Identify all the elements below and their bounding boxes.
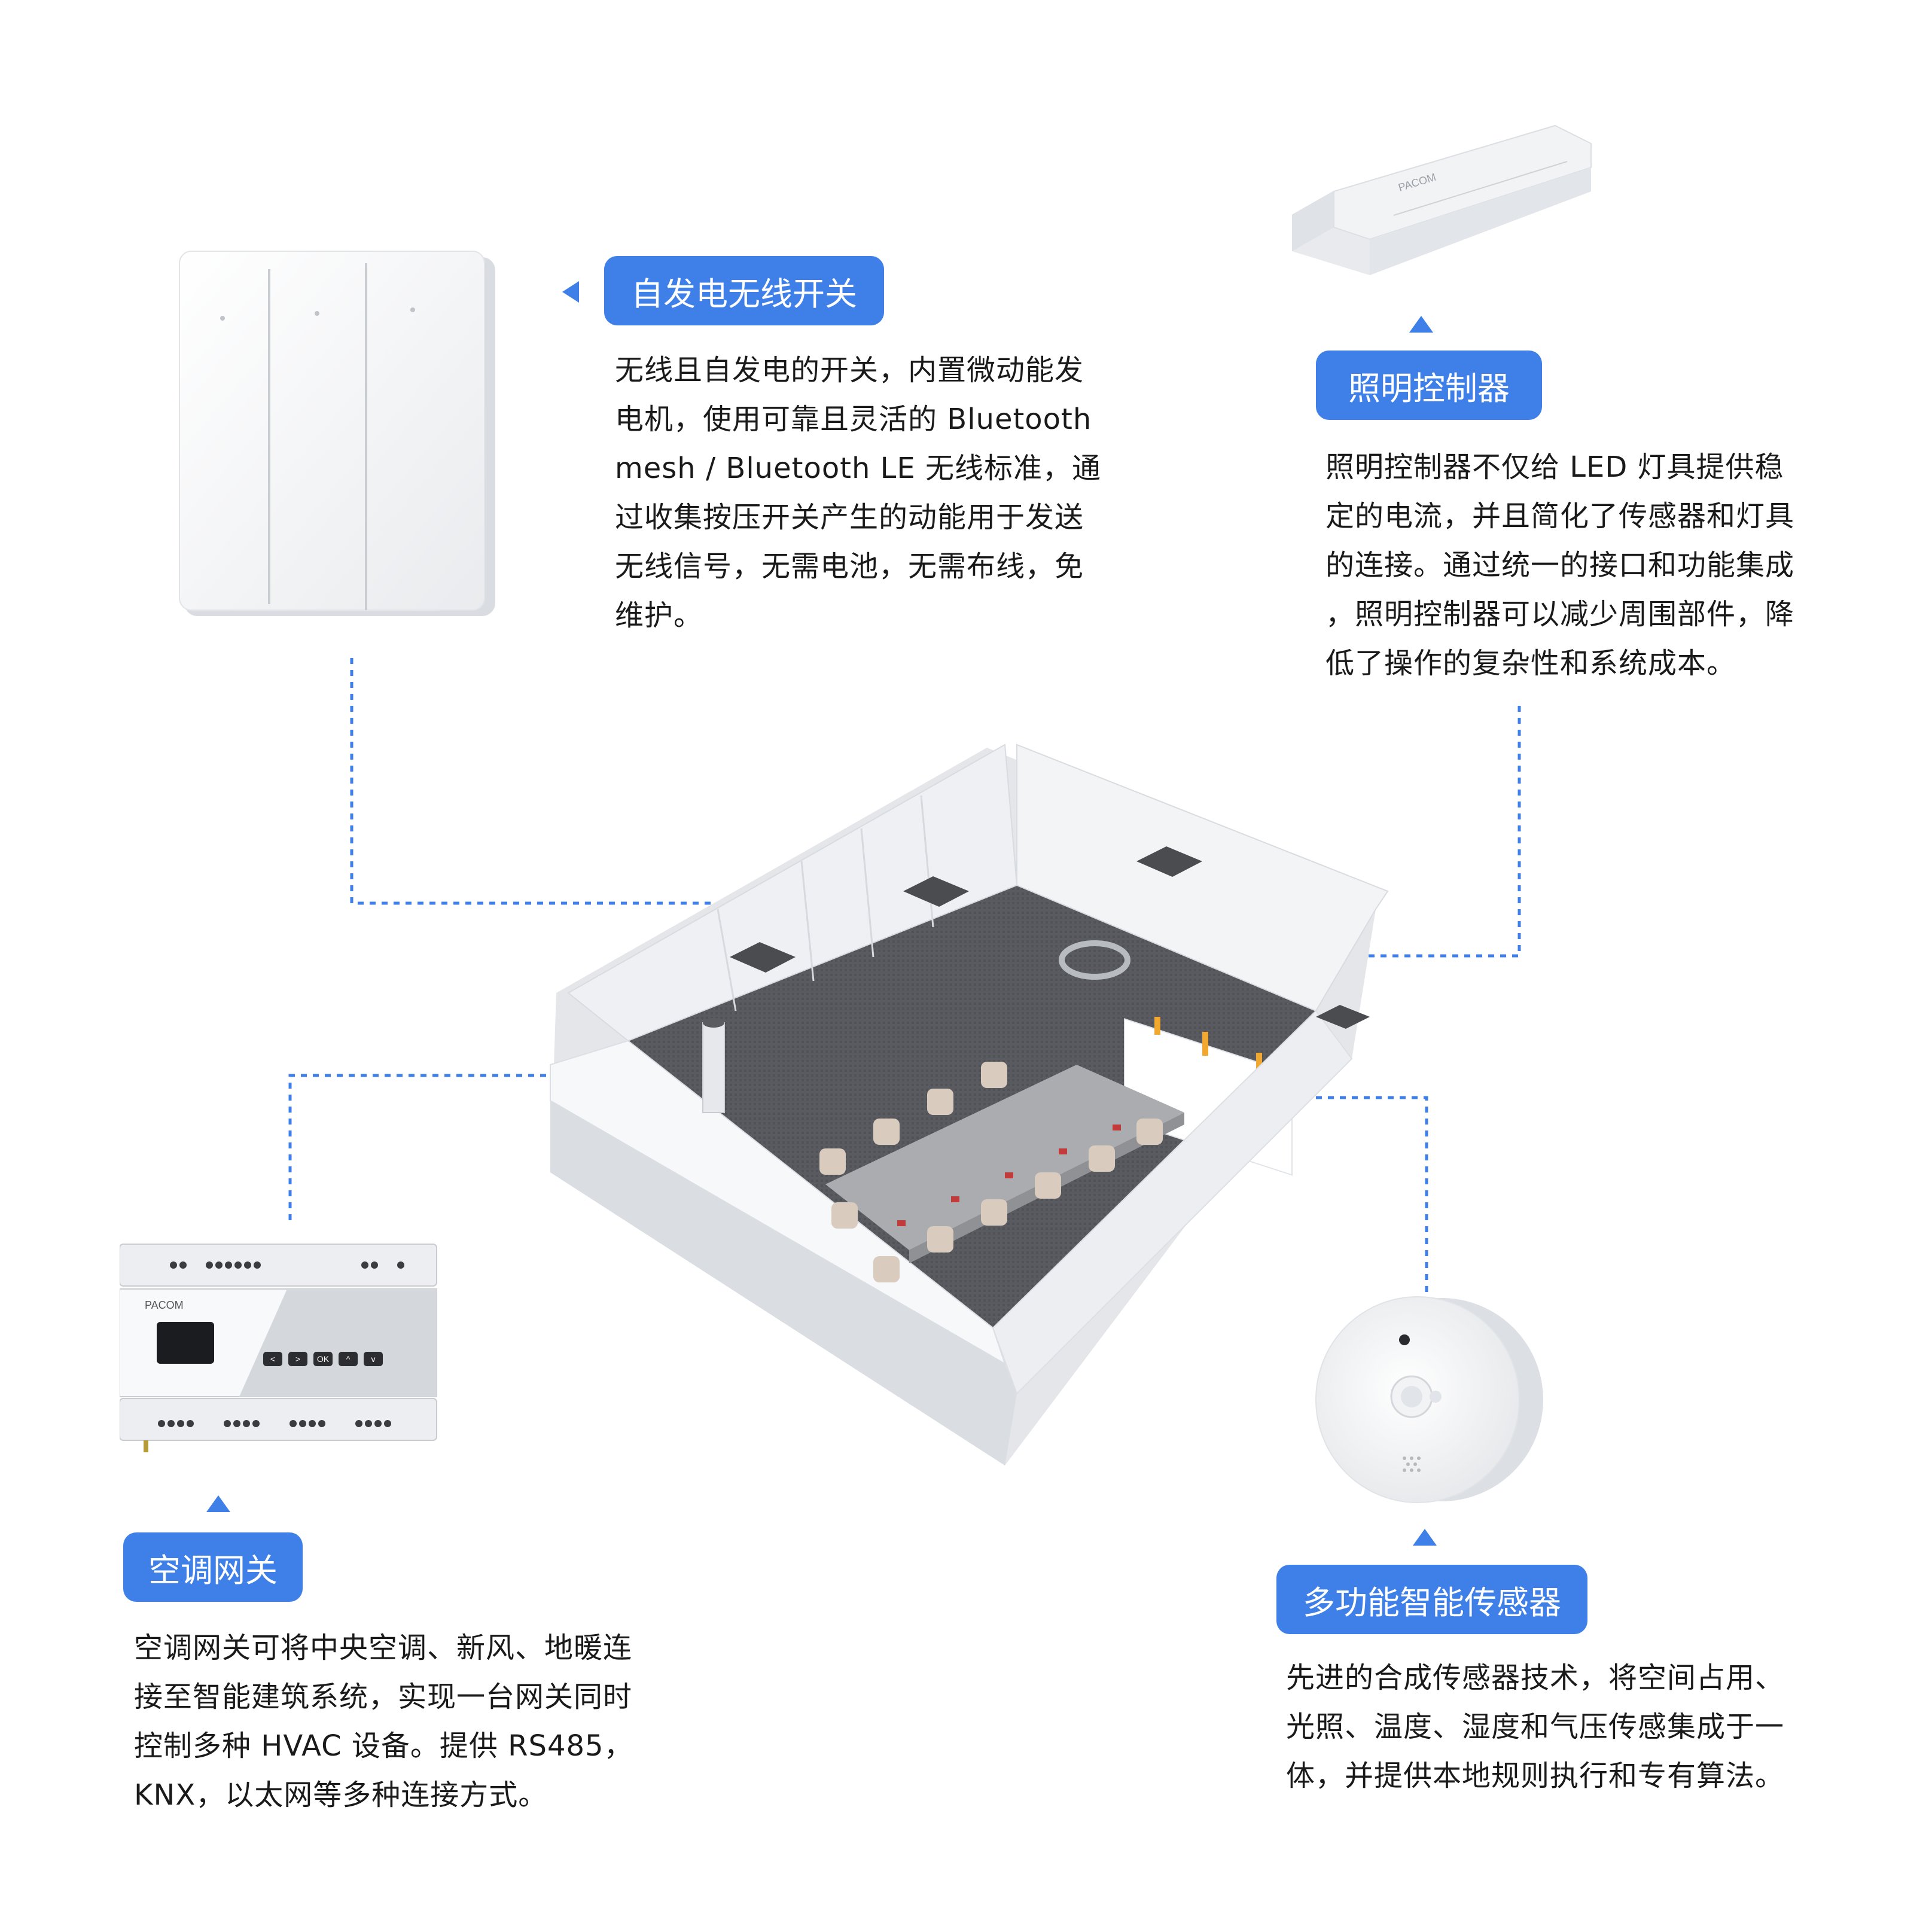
switch-description: 无线且自发电的开关，内置微动能发 电机，使用可靠且灵活的 Bluetooth m…: [615, 354, 1102, 632]
lighting-description: 照明控制器不仅给 LED 灯具提供稳 定的电流，并且简化了传感器和灯具 的连接。…: [1325, 450, 1795, 680]
switch-title: 自发电无线开关: [604, 256, 884, 325]
hvac-pointer: [206, 1495, 230, 1512]
meeting-room-image: [550, 743, 1389, 1465]
wireless-switch-image: [179, 251, 495, 616]
lighting-title: 照明控制器: [1316, 351, 1542, 420]
sensor-description: 先进的合成传感器技术，将空间占用、 光照、温度、湿度和气压传感集成于一 体，并提…: [1286, 1661, 1785, 1793]
hvac-connector: [288, 1074, 673, 1220]
sensor-camera-dot: [1399, 1334, 1410, 1345]
hvac-device-brand: PACOM: [145, 1299, 184, 1311]
hvac-gateway-image: PACOM < > OK ^ v: [120, 1244, 437, 1452]
sensor-pointer: [1413, 1529, 1437, 1546]
hvac-screen: [157, 1322, 214, 1364]
switch-pointer: [562, 281, 579, 303]
lighting-controller-image: PACOM: [1291, 124, 1592, 275]
svg-text:>: >: [295, 1354, 300, 1364]
sensor-connector: [1056, 1096, 1428, 1292]
sensor-image: [1315, 1296, 1543, 1503]
hvac-description: 空调网关可将中央空调、新风、地暖连 接至智能建筑系统，实现一台网关同时 控制多种…: [134, 1631, 633, 1812]
lighting-pointer: [1409, 316, 1433, 333]
svg-text:<: <: [270, 1354, 275, 1364]
svg-text:OK: OK: [317, 1354, 330, 1364]
sensor-title: 多功能智能传感器: [1276, 1565, 1587, 1634]
hvac-title: 空调网关: [123, 1532, 303, 1602]
svg-text:v: v: [371, 1354, 376, 1364]
svg-text:^: ^: [346, 1354, 351, 1364]
